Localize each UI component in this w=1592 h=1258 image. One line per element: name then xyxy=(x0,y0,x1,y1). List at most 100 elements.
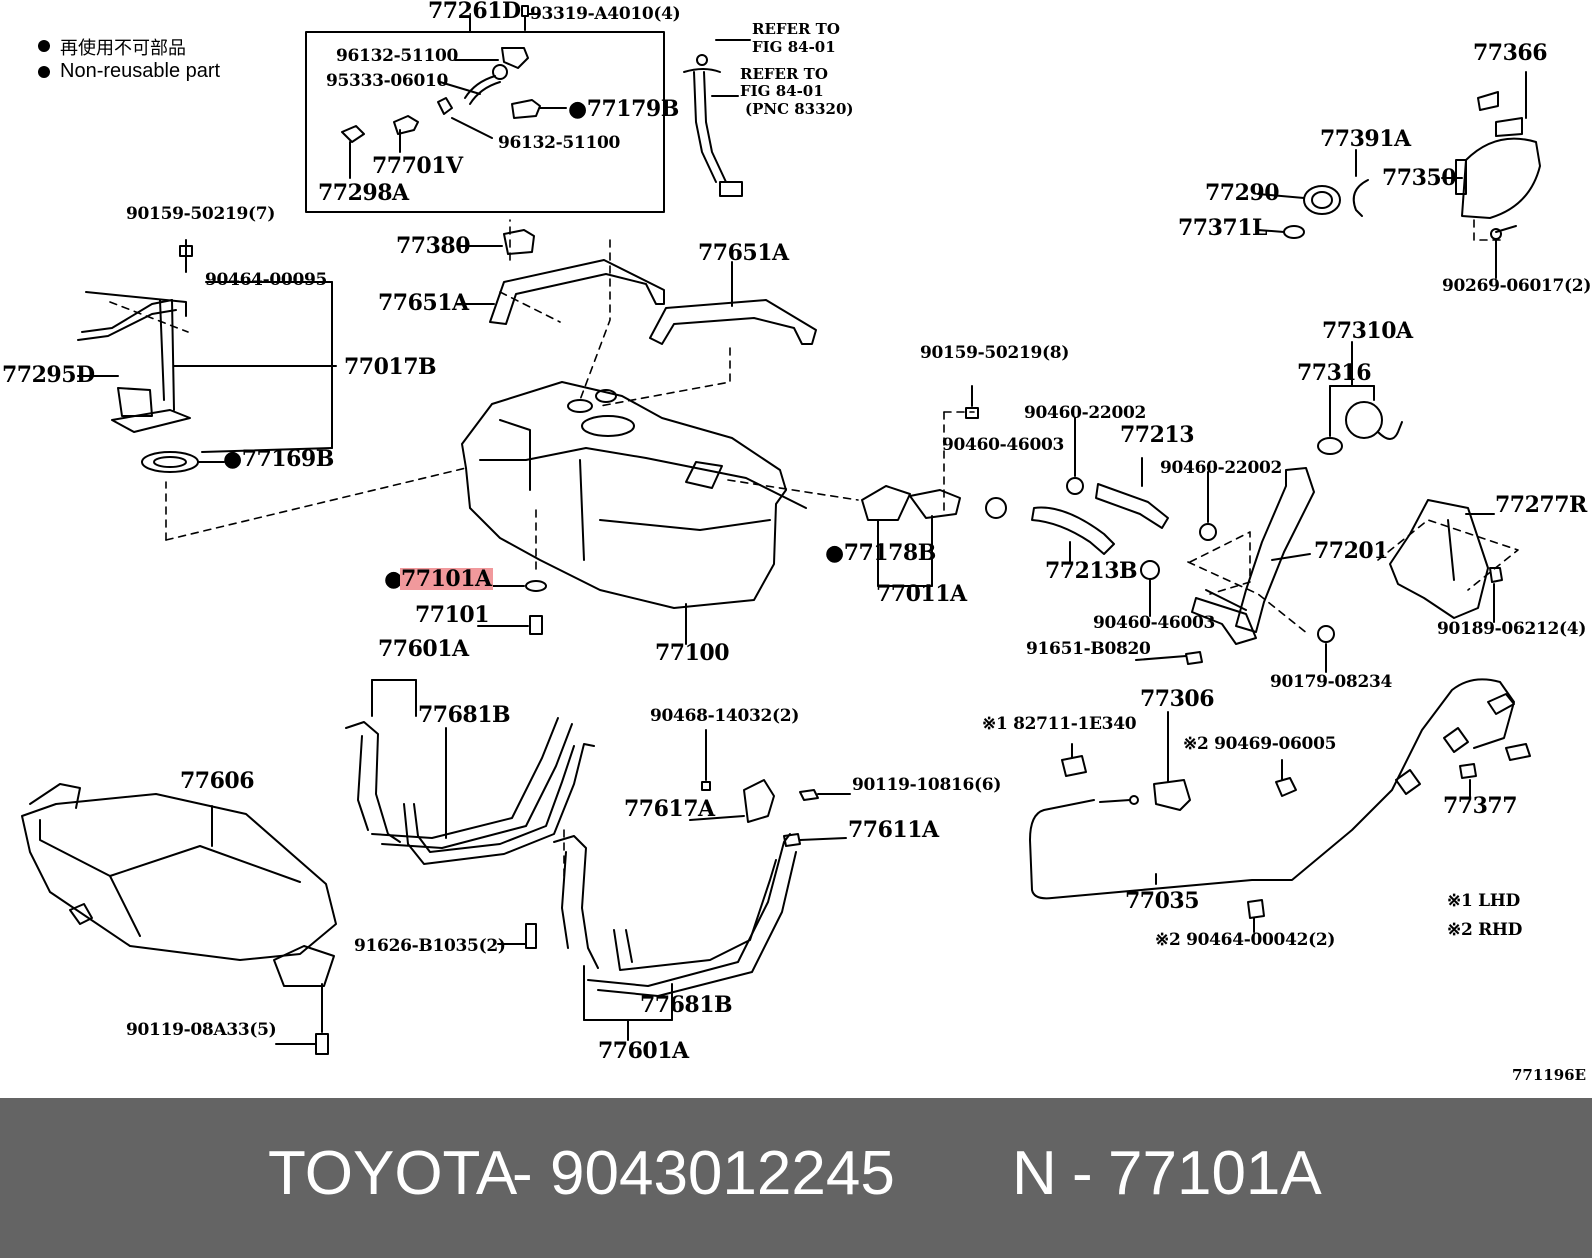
part-label: FIG 84-01 xyxy=(740,82,824,100)
part-label: ●77179B xyxy=(568,96,679,122)
part-label: 96132-51100 xyxy=(336,46,459,66)
sender-part xyxy=(393,115,419,135)
part-label: 77017B xyxy=(344,354,437,380)
part-label: 77306 xyxy=(1140,686,1215,712)
hose-77213B xyxy=(1031,506,1115,555)
footer-part-number: 9043012245 xyxy=(550,1139,895,1208)
part-label: 77100 xyxy=(655,640,730,666)
part-label: ※1 LHD xyxy=(1447,891,1520,911)
legend-bullet-2 xyxy=(38,66,50,78)
part-label: 77380 xyxy=(396,233,471,259)
part-label: 77681B xyxy=(418,702,511,728)
part-label: 95333-06010 xyxy=(326,71,449,91)
part-label: (PNC 83320) xyxy=(745,100,854,118)
part-label: 77681B xyxy=(640,992,733,1018)
part-label: REFER TO xyxy=(740,65,828,83)
part-label: 77611A xyxy=(848,817,939,843)
part-label: ※1 82711-1E340 xyxy=(982,714,1137,734)
part-label: 96132-51100 xyxy=(498,133,621,153)
legend-line-2: Non-reusable part xyxy=(60,60,221,82)
part-label: ※2 RHD xyxy=(1447,920,1523,940)
sender-unit xyxy=(85,291,187,317)
strap-part xyxy=(489,259,665,325)
part-label: 77601A xyxy=(378,636,469,662)
part-label: 77377 xyxy=(1443,793,1518,819)
part-label: 77391A xyxy=(1320,126,1411,152)
part-label: 77213B xyxy=(1045,558,1138,584)
part-label: 90159-50219(7) xyxy=(126,204,276,224)
protector xyxy=(1389,499,1489,619)
part-label: 93319-A4010(4) xyxy=(530,4,681,24)
grommet-part xyxy=(501,47,529,69)
filler-pipe xyxy=(1235,467,1315,633)
part-label: 77601A xyxy=(598,1038,689,1064)
part-label: 77261D xyxy=(428,0,521,24)
part-label: 90460-22002 xyxy=(1160,458,1283,478)
band-77601A xyxy=(345,721,401,843)
footer-brand: TOYOTA xyxy=(268,1139,518,1208)
legend-line-1: 再使用不可部品 xyxy=(60,38,186,58)
footer-bar: TOYOTA - 9043012245 N - 77101A xyxy=(0,1098,1592,1258)
footer-separator-2: - xyxy=(1072,1139,1093,1208)
part-label: 90159-50219(8) xyxy=(920,343,1070,363)
fuel-door xyxy=(1461,137,1541,219)
part-label: FIG 84-01 xyxy=(752,38,836,56)
part-label: ※2 90464-00042(2) xyxy=(1155,930,1336,950)
part-label: ※2 90469-06005 xyxy=(1183,734,1337,754)
tank-shield xyxy=(21,793,337,961)
part-label: 90460-46003 xyxy=(942,435,1065,455)
part-label: 90460-22002 xyxy=(1024,403,1147,423)
part-label: 77371L xyxy=(1178,215,1268,241)
part-label: ● xyxy=(384,566,403,592)
part-label: 77316 xyxy=(1297,360,1372,386)
opener-cable xyxy=(1029,678,1515,900)
part-label: ●77178B xyxy=(825,540,936,566)
fuel-tank xyxy=(461,381,787,609)
part-label: 90119-08A33(5) xyxy=(126,1020,277,1040)
part-label: 91651-B0820 xyxy=(1026,639,1151,659)
part-label: 771196E xyxy=(1512,1066,1587,1084)
part-label: 77310A xyxy=(1322,318,1413,344)
fuel-cap xyxy=(1345,401,1383,439)
part-label: 90189-06212(4) xyxy=(1437,619,1587,639)
part-label: 90269-06017(2) xyxy=(1442,276,1592,296)
part-label: 77101 xyxy=(415,602,490,628)
part-label: 77298A xyxy=(318,180,409,206)
part-label: 77606 xyxy=(180,768,255,794)
valve-part xyxy=(511,99,541,119)
legend-bullet-1 xyxy=(38,40,50,52)
cover-part xyxy=(861,485,911,521)
part-label: 77366 xyxy=(1473,40,1548,66)
footer-ref-code: 77101A xyxy=(1108,1139,1322,1208)
part-label: 77201 xyxy=(1314,538,1389,564)
part-label: 90119-10816(6) xyxy=(852,775,1002,795)
part-label: 90464-00095 xyxy=(205,270,328,290)
part-label: 77350 xyxy=(1382,165,1457,191)
part-label: REFER TO xyxy=(752,20,840,38)
part-label: 90179-08234 xyxy=(1270,672,1393,692)
parts-diagram: 再使用不可部品 Non-reusable part 77261D 93319-A4… xyxy=(2,0,1592,1084)
band-77681B xyxy=(403,743,595,865)
gasket-ring xyxy=(141,451,199,473)
inset-box xyxy=(305,31,665,213)
part-label: 77617A xyxy=(624,796,715,822)
part-label: 77651A xyxy=(378,290,469,316)
footer-ref-prefix: N xyxy=(1012,1139,1057,1208)
part-label: 91626-B1035(2) xyxy=(354,936,506,956)
part-label: ●77169B xyxy=(223,446,334,472)
bracket xyxy=(743,779,775,823)
hose-77213 xyxy=(1095,483,1169,529)
part-label: 77651A xyxy=(698,240,789,266)
highlighted-part-label: 77101A xyxy=(400,566,493,592)
footer-separator: - xyxy=(512,1139,533,1208)
diagram-drawing xyxy=(21,5,1541,1055)
part-label: 77035 xyxy=(1125,888,1200,914)
part-label: 77295D xyxy=(2,362,95,388)
part-label: 90460-46003 xyxy=(1093,613,1216,633)
part-label: 77290 xyxy=(1205,180,1280,206)
part-label: 77011A xyxy=(876,581,967,607)
part-label: 77277R xyxy=(1495,492,1587,518)
part-label: 77701V xyxy=(372,153,463,179)
pump-part xyxy=(503,229,535,255)
part-label: 90468-14032(2) xyxy=(650,706,800,726)
